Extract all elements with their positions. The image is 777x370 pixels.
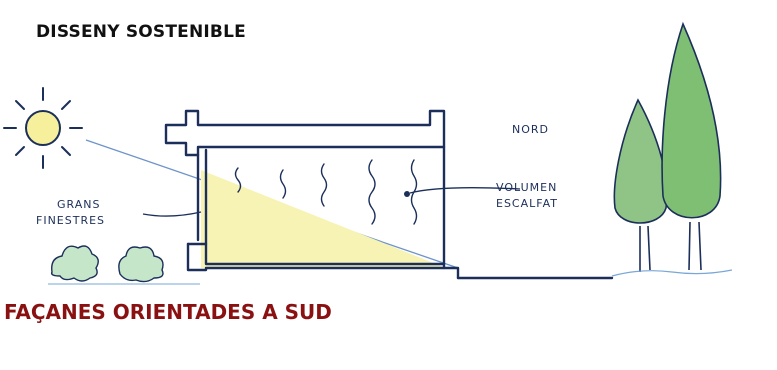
large-windows-label-line1: GRANS <box>57 198 100 211</box>
north-label: NORD <box>512 123 549 136</box>
large-windows-label-line2: FINESTRES <box>36 214 105 227</box>
tree-icon <box>611 21 733 277</box>
sustainable-design-sketch: NORD VOLUMEN ESCALFAT GRANS FINESTRES <box>3 21 733 285</box>
sunlight-area <box>201 170 446 268</box>
large-windows-pointer <box>142 211 202 217</box>
diagram-title: DISSENY SOSTENIBLE <box>36 22 246 42</box>
heated-volume-label-line2: ESCALFAT <box>496 197 558 210</box>
headline: FAÇANES ORIENTADES A SUD <box>4 300 332 324</box>
heated-volume-pointer <box>404 187 521 197</box>
sun-icon <box>3 87 83 169</box>
building-section <box>164 109 614 280</box>
heated-volume-label-line1: VOLUMEN <box>496 181 557 194</box>
shrub-icon <box>48 245 200 285</box>
